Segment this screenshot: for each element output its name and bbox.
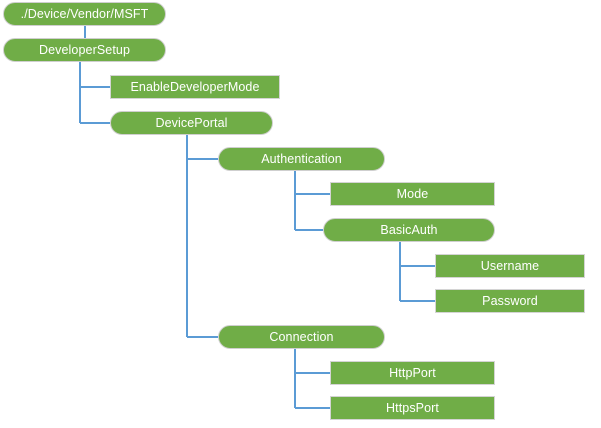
tree-node-httpport[interactable]: HttpPort — [330, 361, 495, 385]
tree-node-label: Username — [480, 258, 540, 273]
tree-node-label: HttpPort — [389, 365, 436, 380]
tree-node-label: ./Device/Vendor/MSFT — [20, 6, 149, 21]
tree-node-basicauth[interactable]: BasicAuth — [323, 218, 495, 242]
tree-node-enabledevelopermode[interactable]: EnableDeveloperMode — [110, 75, 280, 99]
tree-node-deviceportal[interactable]: DevicePortal — [110, 111, 273, 135]
tree-node-label: DeveloperSetup — [38, 42, 131, 57]
tree-node-mode[interactable]: Mode — [330, 182, 495, 206]
tree-node-label: Authentication — [261, 151, 342, 166]
tree-node-developersetup[interactable]: DeveloperSetup — [3, 38, 166, 62]
tree-node-root[interactable]: ./Device/Vendor/MSFT — [3, 2, 166, 26]
tree-node-label: Password — [482, 293, 538, 308]
tree-node-label: EnableDeveloperMode — [130, 79, 260, 94]
tree-node-label: Connection — [269, 329, 334, 344]
tree-node-label: Mode — [396, 186, 429, 201]
tree-node-label: BasicAuth — [380, 222, 438, 237]
tree-node-password[interactable]: Password — [435, 289, 585, 313]
tree-node-label: DevicePortal — [155, 115, 228, 130]
tree-node-httpsport[interactable]: HttpsPort — [330, 396, 495, 420]
tree-node-label: HttpsPort — [386, 400, 439, 415]
tree-node-connection[interactable]: Connection — [218, 325, 385, 349]
tree-node-username[interactable]: Username — [435, 254, 585, 278]
tree-node-authentication[interactable]: Authentication — [218, 147, 385, 171]
